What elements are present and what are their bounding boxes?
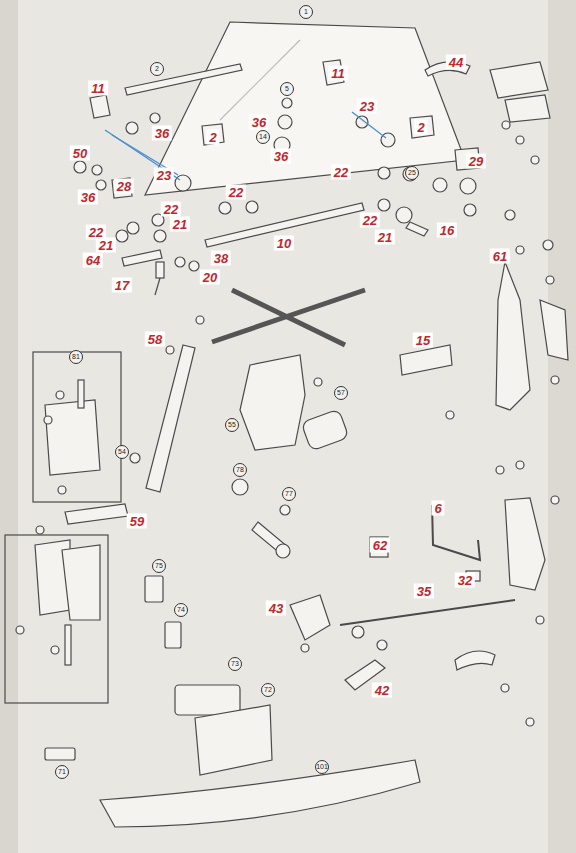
callout-number: 81 — [69, 350, 83, 364]
callout-number: 54 — [115, 445, 129, 459]
callout-number: 74 — [174, 603, 188, 617]
callout-number: 21 — [96, 238, 116, 253]
callout-number: 23 — [154, 168, 174, 183]
callout-number: 61 — [490, 249, 510, 264]
callout-number: 1 — [299, 5, 313, 19]
callout-number: 11 — [328, 66, 348, 81]
callout-number: 71 — [55, 765, 69, 779]
callout-number: 22 — [161, 202, 181, 217]
callout-number: 77 — [282, 487, 296, 501]
callout-number: 14 — [256, 130, 270, 144]
callout-number: 36 — [152, 126, 172, 141]
callout-number: 2 — [150, 62, 164, 76]
callout-number: 25 — [405, 166, 419, 180]
callout-number: 73 — [228, 657, 242, 671]
callout-number: 17 — [112, 278, 132, 293]
callout-number: 50 — [70, 146, 90, 161]
callout-number: 11 — [88, 81, 108, 96]
callout-number: 23 — [357, 99, 377, 114]
callout-number: 15 — [413, 333, 433, 348]
callout-number: 28 — [114, 179, 134, 194]
callout-number: 20 — [200, 270, 220, 285]
callout-number: 22 — [226, 185, 246, 200]
callout-number: 10 — [274, 236, 294, 251]
callout-number: 2 — [414, 120, 427, 135]
callout-number: 38 — [211, 251, 231, 266]
callout-number: 44 — [446, 55, 466, 70]
callout-number: 101 — [315, 760, 329, 774]
callout-number: 36 — [78, 190, 98, 205]
callout-number: 55 — [225, 418, 239, 432]
callout-number: 32 — [455, 573, 475, 588]
callout-number: 21 — [170, 217, 190, 232]
callout-number: 57 — [334, 386, 348, 400]
callout-number: 5 — [280, 82, 294, 96]
callout-number: 42 — [372, 683, 392, 698]
callout-number: 58 — [145, 332, 165, 347]
callout-number: 36 — [249, 115, 269, 130]
callout-number: 22 — [360, 213, 380, 228]
callout-number: 22 — [331, 165, 351, 180]
callout-number: 16 — [437, 223, 457, 238]
callout-number: 36 — [271, 149, 291, 164]
callout-number: 75 — [152, 559, 166, 573]
callout-number: 21 — [375, 230, 395, 245]
callout-number: 78 — [233, 463, 247, 477]
callout-number: 35 — [414, 584, 434, 599]
callout-number: 43 — [266, 601, 286, 616]
callout-number: 29 — [466, 154, 486, 169]
callout-number: 6 — [431, 501, 444, 516]
callout-number: 59 — [127, 514, 147, 529]
callout-number: 64 — [83, 253, 103, 268]
callout-number: 72 — [261, 683, 275, 697]
callout-number: 62 — [370, 538, 390, 553]
callout-number: 2 — [206, 130, 219, 145]
